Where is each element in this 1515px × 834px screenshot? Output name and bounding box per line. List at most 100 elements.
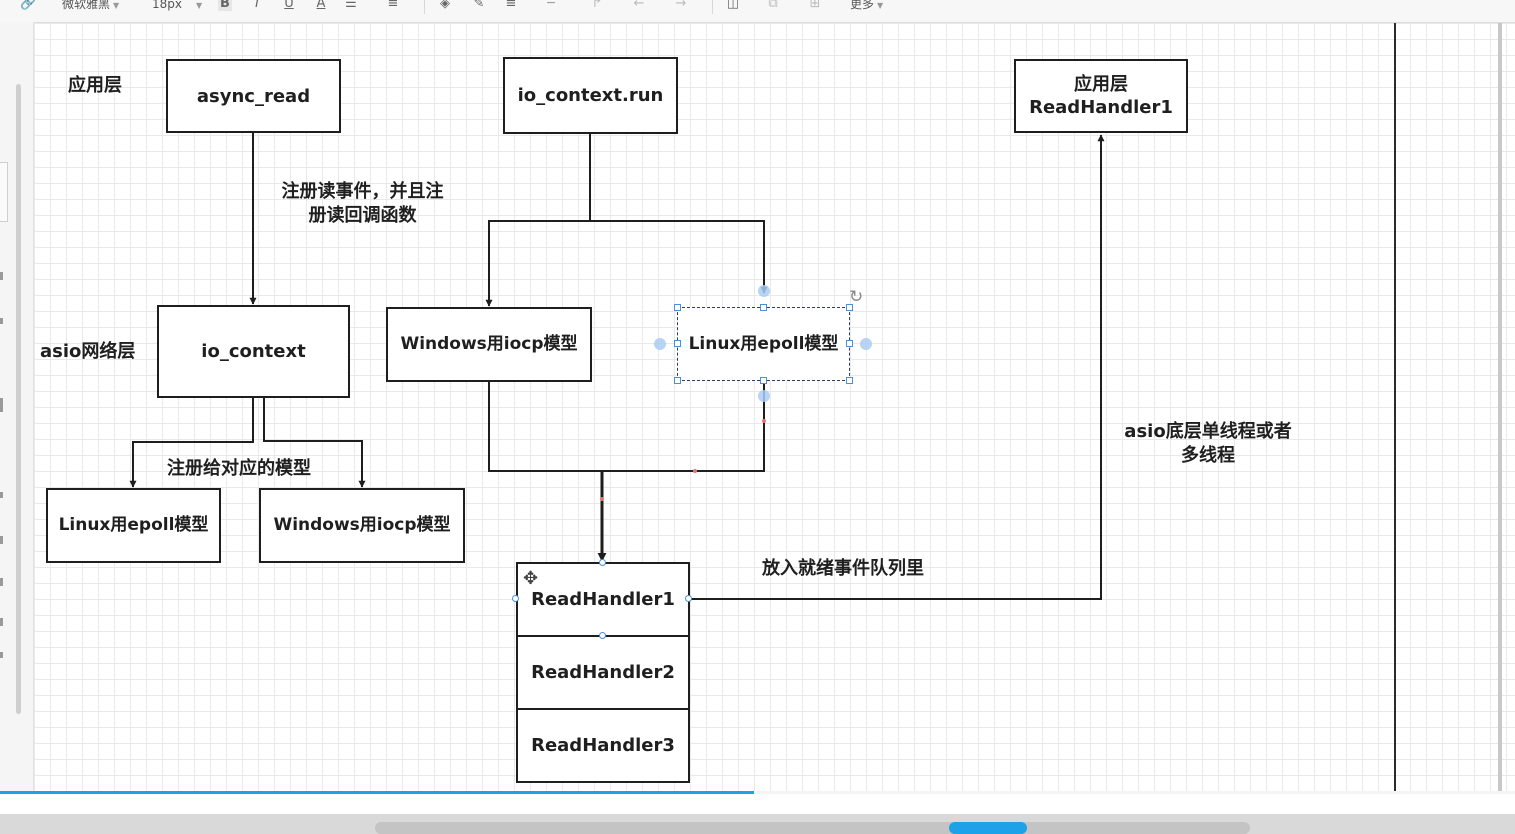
io-context-box[interactable]: io_context	[157, 305, 350, 398]
ready-queue-handler-3[interactable]: ReadHandler3	[516, 708, 690, 783]
connector-lines	[129, 133, 1105, 600]
left-panel-rail	[0, 22, 34, 792]
connector-icon[interactable]: ↱	[591, 0, 603, 11]
edge-run-to-epoll[interactable]	[590, 220, 768, 294]
status-bar	[0, 814, 1515, 834]
anchor-point-left[interactable]	[512, 595, 519, 602]
rail-marker	[0, 272, 3, 280]
connect-point-right[interactable]	[860, 338, 872, 350]
resize-handle-se[interactable]	[846, 377, 853, 384]
resize-handle-ne[interactable]	[846, 304, 853, 311]
end-arrow-icon[interactable]: →	[675, 0, 687, 11]
thread-label-line2: 多线程	[1181, 445, 1235, 466]
page-boundary-line	[1394, 23, 1396, 791]
chevron-down-icon: ▼	[196, 1, 203, 10]
linux-epoll-box-left[interactable]: Linux用epoll模型	[46, 488, 221, 563]
resize-handle-sw[interactable]	[674, 377, 681, 384]
rotate-icon[interactable]: ↻	[849, 287, 864, 307]
ready-queue-label: 放入就绪事件队列里	[762, 558, 924, 579]
edge-waypoint-dot[interactable]	[600, 497, 604, 501]
connect-point-left[interactable]	[654, 338, 666, 350]
toolbar-divider	[424, 0, 425, 14]
read-handler-1-text: ReadHandler1	[531, 589, 675, 610]
edge-ctx-to-iocp[interactable]	[263, 397, 366, 488]
read-handler-2-text: ReadHandler2	[531, 662, 675, 683]
rail-marker	[0, 618, 3, 626]
linux-epoll-middle-text: Linux用epoll模型	[688, 333, 839, 354]
register-read-label: 注册读事件，并且注 册读回调函数	[265, 180, 460, 228]
left-scrollbar[interactable]	[16, 84, 21, 714]
ready-queue-handler-1[interactable]: ReadHandler1	[516, 562, 690, 637]
diagram-canvas[interactable]: 应用层 asio网络层 注册读事件，并且注 册读回调函数 注册给对应的模型 放入…	[34, 23, 1515, 791]
italic-button[interactable]: I	[255, 0, 259, 11]
font-size-value: 18px	[152, 0, 182, 11]
app-read-handler-line2: ReadHandler1	[1029, 97, 1173, 118]
group-icon[interactable]: ⊞	[809, 0, 821, 11]
underline-button[interactable]: U	[284, 0, 294, 11]
chevron-down-icon: ▼	[877, 1, 884, 10]
layers-icon[interactable]: ◫	[726, 0, 740, 11]
edge-models-merge[interactable]	[488, 382, 765, 472]
ready-queue-handler-2[interactable]: ReadHandler2	[516, 635, 690, 710]
edge-ctx-to-epoll[interactable]	[129, 397, 254, 488]
fill-color-icon[interactable]: ◈	[440, 0, 450, 11]
windows-iocp-left-text: Windows用iocp模型	[273, 515, 451, 535]
link-icon[interactable]: 🔗	[20, 0, 37, 11]
bold-button[interactable]: B	[218, 0, 232, 11]
status-scroll-thumb[interactable]	[949, 822, 1027, 834]
async-read-text: async_read	[196, 85, 311, 107]
windows-iocp-box-middle[interactable]: Windows用iocp模型	[386, 307, 592, 382]
anchor-point-top[interactable]	[599, 559, 606, 566]
edge-waypoint-dot[interactable]	[762, 419, 766, 423]
line-style-icon[interactable]: ┈	[547, 0, 555, 11]
rail-marker	[0, 398, 3, 412]
line-width-icon[interactable]: ≡	[505, 0, 517, 11]
line-spacing-icon[interactable]: ☰	[345, 0, 357, 11]
rail-marker	[0, 318, 3, 324]
text-color-button[interactable]: A	[316, 0, 326, 11]
more-menu-button[interactable]: 更多▼	[850, 0, 883, 12]
windows-iocp-box-left[interactable]: Windows用iocp模型	[259, 488, 465, 563]
app-layer-label: 应用层	[68, 75, 122, 96]
canvas-bottom-margin	[0, 794, 1515, 814]
status-scroll-track[interactable]	[375, 822, 1250, 834]
anchor-point-right[interactable]	[685, 595, 692, 602]
arrange-icon[interactable]: ⧉	[768, 0, 778, 11]
linux-epoll-left-text: Linux用epoll模型	[58, 515, 209, 535]
resize-handle-s[interactable]	[760, 377, 767, 384]
line-color-icon[interactable]: ✎	[473, 0, 485, 11]
panel-collapse-tab[interactable]	[0, 162, 8, 222]
format-toolbar: 🔗 微软雅黑▼ 18px▼ B I U A ☰ ≡ ◈ ✎ ≡ ┈ ↱ ← → …	[0, 0, 1515, 23]
io-context-run-box[interactable]: io_context.run	[503, 57, 678, 134]
resize-handle-w[interactable]	[674, 340, 681, 347]
edge-waypoint-dot[interactable]	[693, 469, 697, 473]
thread-label: asio底层单线程或者 多线程	[1113, 420, 1303, 468]
connect-point-top[interactable]	[758, 285, 770, 297]
font-size-select[interactable]: 18px ▼	[152, 0, 202, 12]
read-handler-3-text: ReadHandler3	[531, 735, 675, 756]
font-family-value: 微软雅黑	[62, 0, 111, 11]
horizontal-scroll-indicator[interactable]	[0, 791, 754, 794]
start-arrow-icon[interactable]: ←	[633, 0, 645, 11]
register-read-label-line1: 注册读事件，并且注	[281, 181, 444, 202]
rail-marker	[0, 492, 3, 498]
thread-label-line1: asio底层单线程或者	[1124, 421, 1292, 442]
io-context-run-text: io_context.run	[517, 85, 664, 106]
move-cursor-icon: ✥	[523, 568, 539, 589]
right-scrollbar[interactable]	[1498, 23, 1502, 791]
edge-dispatch-handler[interactable]	[689, 134, 1105, 600]
edge-run-to-iocp[interactable]	[485, 220, 590, 307]
linux-epoll-box-middle[interactable]: Linux用epoll模型	[677, 307, 850, 381]
chevron-down-icon: ▼	[113, 1, 120, 10]
app-read-handler-line1: 应用层	[1074, 74, 1128, 95]
anchor-point-bottom[interactable]	[599, 632, 606, 639]
align-icon[interactable]: ≡	[387, 0, 399, 11]
resize-handle-n[interactable]	[760, 304, 767, 311]
font-family-select[interactable]: 微软雅黑▼	[62, 0, 119, 12]
async-read-box[interactable]: async_read	[166, 59, 341, 133]
app-read-handler-box[interactable]: 应用层 ReadHandler1	[1014, 59, 1188, 133]
toolbar-divider	[712, 0, 713, 14]
resize-handle-nw[interactable]	[674, 304, 681, 311]
resize-handle-e[interactable]	[846, 340, 853, 347]
connect-point-bottom[interactable]	[758, 390, 770, 402]
